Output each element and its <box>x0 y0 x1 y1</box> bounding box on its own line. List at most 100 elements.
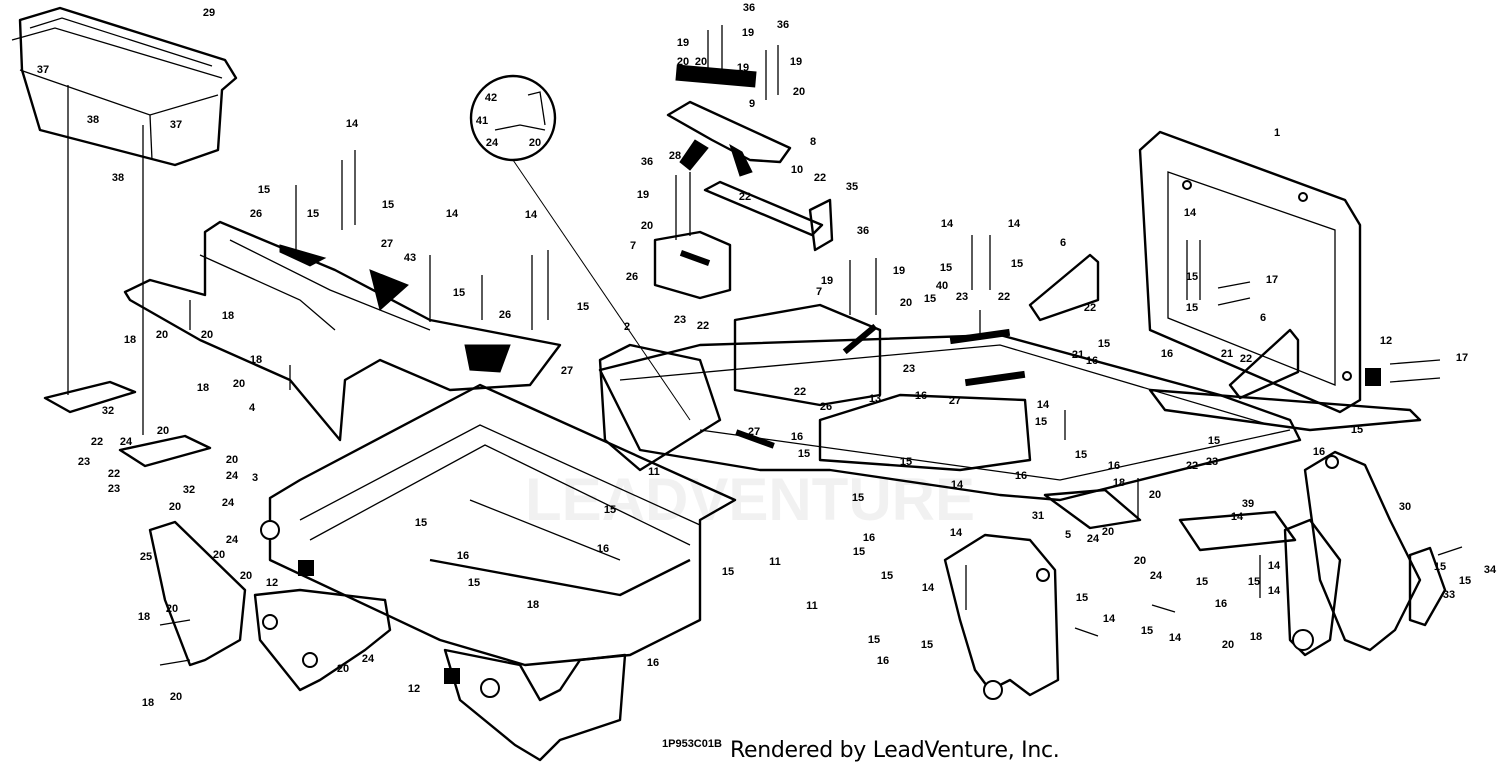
callout-15: 15 <box>1076 592 1088 604</box>
callout-23: 23 <box>108 483 120 495</box>
callout-14: 14 <box>922 582 935 594</box>
callout-11: 11 <box>806 600 818 612</box>
callout-19: 19 <box>637 189 649 201</box>
callout-36: 36 <box>857 225 869 237</box>
callout-22: 22 <box>697 320 709 332</box>
part-30-33-rear-bracket <box>1283 450 1447 657</box>
callout-23: 23 <box>956 291 968 303</box>
callout-16: 16 <box>597 543 609 555</box>
callout-15: 15 <box>1075 449 1087 461</box>
callout-labels: 29 37 38 37 38 1 36 36 19 19 20 20 19 19… <box>37 2 1497 709</box>
part-6-brackets <box>1028 253 1300 400</box>
callout-18: 18 <box>527 599 539 611</box>
callout-15: 15 <box>924 293 936 305</box>
callout-20: 20 <box>1149 489 1161 501</box>
callout-14: 14 <box>951 479 964 491</box>
callout-24: 24 <box>1150 570 1163 582</box>
callout-18: 18 <box>222 310 234 322</box>
callout-15: 15 <box>415 517 427 529</box>
callout-32: 32 <box>102 405 114 417</box>
callout-22: 22 <box>814 172 826 184</box>
callout-22: 22 <box>1186 460 1198 472</box>
callout-26: 26 <box>820 401 832 413</box>
callout-20: 20 <box>226 454 238 466</box>
callout-24: 24 <box>120 436 133 448</box>
callout-15: 15 <box>1098 338 1110 350</box>
callout-34: 34 <box>1484 564 1497 576</box>
callout-36: 36 <box>777 19 789 31</box>
callout-15: 15 <box>258 184 270 196</box>
callout-15: 15 <box>577 301 589 313</box>
callout-23: 23 <box>903 363 915 375</box>
callout-17: 17 <box>1456 352 1468 364</box>
callout-9: 9 <box>749 98 755 110</box>
callout-19: 19 <box>790 56 802 68</box>
callout-16: 16 <box>1313 446 1325 458</box>
part-5-right-bracket <box>943 533 1060 700</box>
callout-14: 14 <box>1037 399 1050 411</box>
callout-10: 10 <box>791 164 803 176</box>
callout-40: 40 <box>936 280 948 292</box>
part-31-39-brackets <box>1043 488 1297 552</box>
callout-26: 26 <box>250 208 262 220</box>
callout-18: 18 <box>124 334 136 346</box>
callout-25: 25 <box>140 551 152 563</box>
callout-14: 14 <box>1103 613 1116 625</box>
callout-3: 3 <box>252 472 258 484</box>
callout-16: 16 <box>1108 460 1120 472</box>
callout-14: 14 <box>446 208 459 220</box>
callout-23: 23 <box>1206 456 1218 468</box>
callout-22: 22 <box>91 436 103 448</box>
callout-19: 19 <box>893 265 905 277</box>
callout-32: 32 <box>183 484 195 496</box>
callout-27: 27 <box>748 426 760 438</box>
callout-16: 16 <box>791 431 803 443</box>
callout-15: 15 <box>1196 576 1208 588</box>
callout-8: 8 <box>810 136 816 148</box>
callout-15: 15 <box>604 504 616 516</box>
callout-18: 18 <box>142 697 154 709</box>
callout-27: 27 <box>381 238 393 250</box>
callout-16: 16 <box>457 550 469 562</box>
callout-18: 18 <box>138 611 150 623</box>
callout-37: 37 <box>37 64 49 76</box>
callout-24: 24 <box>226 534 239 546</box>
callout-15: 15 <box>852 492 864 504</box>
callout-18: 18 <box>197 382 209 394</box>
callout-12: 12 <box>408 683 420 695</box>
callout-37: 37 <box>170 119 182 131</box>
part-32-brackets <box>43 380 212 468</box>
callout-2: 2 <box>624 321 630 333</box>
callout-15: 15 <box>1141 625 1153 637</box>
callout-14: 14 <box>346 118 359 130</box>
callout-15: 15 <box>798 448 810 460</box>
callout-4: 4 <box>249 402 256 414</box>
callout-24: 24 <box>226 470 239 482</box>
callout-42: 42 <box>485 92 497 104</box>
callout-24: 24 <box>1087 533 1100 545</box>
callout-15: 15 <box>1186 271 1198 283</box>
callout-14: 14 <box>1231 511 1244 523</box>
part-8-9-10-35-seat-mounts <box>666 64 834 252</box>
callout-14: 14 <box>1008 218 1021 230</box>
callout-23: 23 <box>674 314 686 326</box>
callout-15: 15 <box>453 287 465 299</box>
callout-20: 20 <box>1134 555 1146 567</box>
callout-6: 6 <box>1060 237 1066 249</box>
callout-14: 14 <box>1268 560 1281 572</box>
part-4-front-bumper <box>123 220 562 442</box>
callout-11: 11 <box>648 466 660 478</box>
drawing-code: 1P953C01B <box>662 738 722 750</box>
part-25-side-plate <box>148 520 392 692</box>
callout-16: 16 <box>1215 598 1227 610</box>
main-frame <box>260 333 1422 762</box>
callout-20: 20 <box>337 663 349 675</box>
callout-1: 1 <box>1274 127 1280 139</box>
callout-14: 14 <box>1184 207 1197 219</box>
callout-19: 19 <box>677 37 689 49</box>
callout-15: 15 <box>900 456 912 468</box>
callout-29: 29 <box>203 7 215 19</box>
callout-16: 16 <box>1086 355 1098 367</box>
callout-20: 20 <box>166 603 178 615</box>
